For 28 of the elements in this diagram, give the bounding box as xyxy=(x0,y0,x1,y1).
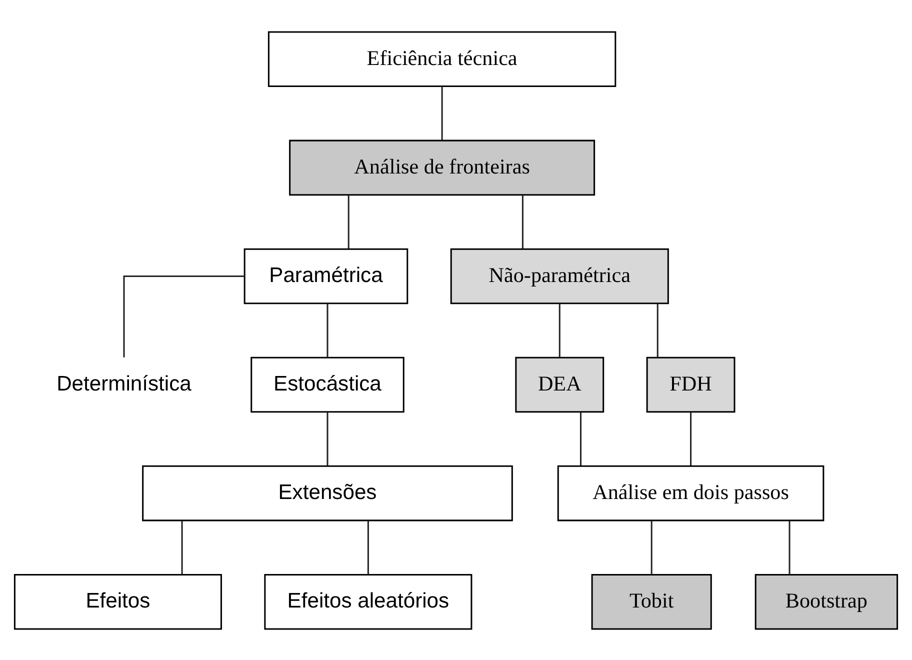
node-box: Análise em dois passos xyxy=(557,464,824,521)
node-text: Determinística xyxy=(56,372,192,395)
connector xyxy=(788,520,790,574)
node-box: Eficiência técnica xyxy=(268,30,616,87)
connector xyxy=(348,194,350,248)
connector xyxy=(558,303,560,357)
connector xyxy=(650,520,652,574)
node-box: Análise de fronteiras xyxy=(289,139,596,196)
node-box: Efeitos aleatórios xyxy=(264,573,472,630)
node-box: Tobit xyxy=(591,573,712,630)
connector xyxy=(522,194,524,248)
connector xyxy=(123,274,244,357)
connector xyxy=(690,412,692,466)
node-box: FDH xyxy=(646,356,736,412)
connector xyxy=(441,86,443,140)
connector xyxy=(656,303,658,357)
node-box: DEA xyxy=(515,356,604,412)
node-box: Efeitos xyxy=(14,573,222,630)
connector xyxy=(181,520,183,574)
connector xyxy=(367,520,369,574)
node-box: Bootstrap xyxy=(754,573,898,630)
node-box: Não-paramétrica xyxy=(450,248,669,304)
connector xyxy=(580,412,582,466)
node-box: Paramétrica xyxy=(244,248,408,304)
node-box: Extensões xyxy=(142,464,513,521)
node-box: Estocástica xyxy=(250,356,404,412)
connector xyxy=(326,303,328,357)
connector xyxy=(326,412,328,466)
